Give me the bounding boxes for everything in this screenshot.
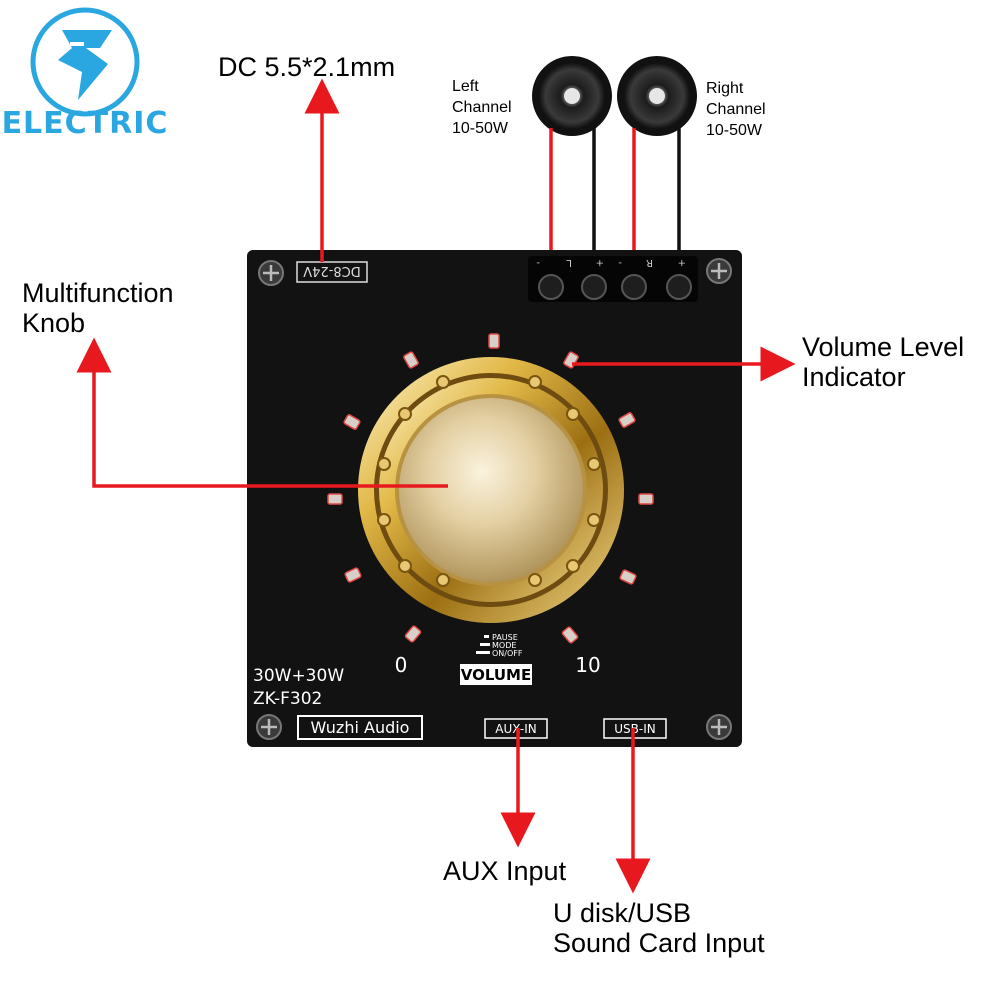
logo-text: ELECTRIC [2,106,169,141]
volume-indicator-callout: Volume Level Indicator [802,332,964,392]
left-channel-label: Left Channel 10-50W [452,76,512,139]
dc-input-port: DC8-24V [296,261,368,283]
legend-mode: MODE [492,641,516,650]
legend-onoff: ON/OFF [492,649,523,658]
volume-led [403,351,419,369]
volume-led-ring [327,333,654,644]
terminal-label: + [678,257,686,268]
terminal-label: L [566,257,572,268]
volume-led [619,569,637,585]
volume-label: VOLUME [461,666,531,684]
volume-led [404,625,422,643]
logo: ELECTRIC [2,7,169,141]
scale-max-label: 10 [575,653,600,677]
volume-led [488,333,500,349]
left-channel-line3: 10-50W [452,120,509,137]
right-channel-line1: Right [706,80,744,97]
usb-callout: U disk/USB Sound Card Input [553,898,765,958]
speaker-left-icon [532,56,612,136]
speaker-wires [549,128,681,265]
legend-pause: PAUSE [492,633,518,642]
button-legend: PAUSE MODE ON/OFF [476,633,523,658]
right-channel-line2: Channel [706,101,766,118]
dc-jack-callout: DC 5.5*2.1mm [218,52,396,82]
volume-callout-line2: Indicator [802,362,906,392]
aux-callout: AUX Input [443,856,567,886]
right-channel-line3: 10-50W [706,122,763,139]
model-number: ZK-F302 [253,689,322,709]
terminal-label: R [646,257,653,268]
volume-led [343,414,361,430]
knob-arrow [76,337,448,488]
volume-led [618,412,636,428]
brand-label: Wuzhi Audio [311,718,410,737]
speaker-terminal-block: - L + - R + [528,256,698,302]
left-channel-line2: Channel [452,99,512,116]
knob-callout-line1: Multifunction [22,278,174,308]
scale-min-label: 0 [395,653,408,677]
amplifier-board: DC8-24V - L + - R + [247,250,742,747]
terminal-label: - [536,257,540,268]
aux-in-port: AUX-IN [484,718,548,739]
knob-callout-line2: Knob [22,308,86,338]
knob-studs [377,375,601,587]
volume-led [344,567,362,583]
left-channel-line1: Left [452,78,479,95]
multifunction-knob[interactable] [358,357,624,623]
screw-icon [706,714,732,740]
volume-led [561,626,579,644]
s-lightning-logo-icon [30,7,140,117]
screw-icon [256,714,282,740]
terminal-label: + [596,257,604,268]
usb-port-label: USB-IN [614,722,655,736]
usb-in-port: USB-IN [603,718,667,739]
screw-icon [258,260,284,286]
right-channel-label: Right Channel 10-50W [706,78,766,141]
speaker-right-icon [617,56,697,136]
volume-led [327,493,343,505]
annotation-arrows [76,78,796,894]
usb-callout-line2: Sound Card Input [553,928,765,958]
dc-port-label: DC8-24V [303,263,361,278]
volume-led [638,493,654,505]
aux-port-label: AUX-IN [495,722,536,736]
knob-callout: Multifunction Knob [22,278,174,338]
volume-callout-line1: Volume Level [802,332,965,362]
usb-callout-line1: U disk/USB [553,898,692,928]
terminal-label: - [618,257,622,268]
power-rating: 30W+30W [253,666,344,686]
screw-icon [706,258,732,284]
